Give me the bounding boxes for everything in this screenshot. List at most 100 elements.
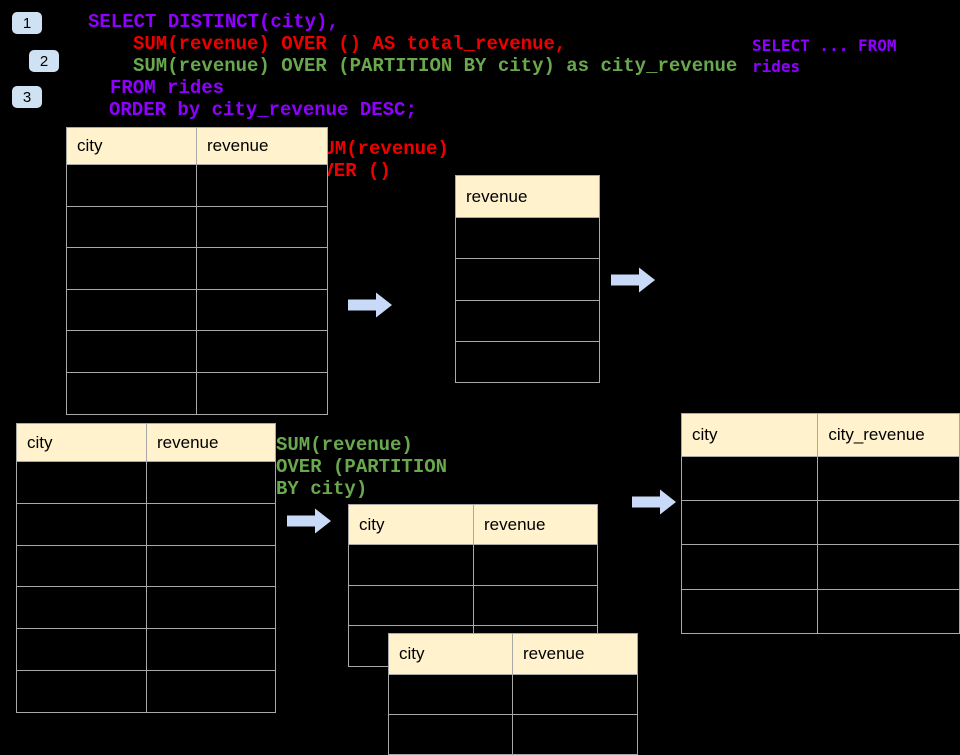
empty-cell	[16, 628, 147, 671]
empty-cell	[66, 371, 197, 415]
empty-cell	[196, 330, 328, 373]
empty-table-row	[455, 258, 600, 301]
empty-table-row	[66, 164, 328, 207]
empty-cell	[817, 588, 960, 634]
empty-cell	[66, 164, 197, 207]
column-header-city: city	[680, 413, 819, 457]
step-badge-3: 3	[12, 86, 42, 108]
column-header-city: city	[16, 423, 147, 462]
empty-cell	[66, 330, 197, 373]
column-header-revenue: revenue	[146, 423, 276, 462]
empty-cell	[680, 588, 819, 634]
arrow-right-icon	[632, 489, 676, 515]
empty-cell	[66, 205, 197, 249]
empty-cell	[16, 544, 147, 588]
empty-cell	[680, 500, 819, 546]
empty-table-row	[680, 588, 960, 634]
empty-cell	[16, 502, 147, 546]
sql-line-total-revenue: SUM(revenue) OVER () AS total_revenue,	[133, 33, 567, 55]
empty-cell	[348, 584, 474, 627]
empty-cell	[388, 674, 513, 715]
empty-cell	[512, 714, 638, 755]
empty-cell	[146, 502, 276, 546]
sql-line-select: SELECT DISTINCT(city),	[88, 11, 339, 33]
empty-cell	[348, 544, 474, 586]
empty-table-row	[66, 330, 328, 373]
column-header-revenue: revenue	[196, 127, 328, 165]
empty-cell	[817, 500, 960, 546]
partition-note-line-1: SUM(revenue)	[276, 434, 413, 456]
empty-table-row	[348, 544, 598, 586]
empty-table-row	[16, 544, 276, 588]
empty-cell	[196, 164, 328, 207]
column-header-city: city	[348, 504, 474, 545]
empty-table-row	[680, 455, 960, 502]
empty-cell	[146, 461, 276, 504]
empty-table-row	[66, 247, 328, 290]
step-badge-2: 2	[29, 50, 59, 72]
empty-table-row	[16, 461, 276, 504]
table-header-row: revenue	[455, 175, 600, 218]
empty-cell	[146, 586, 276, 630]
empty-cell	[473, 584, 598, 627]
arrow-right-icon	[348, 292, 392, 318]
empty-table-row	[455, 340, 600, 384]
column-header-revenue: revenue	[512, 633, 638, 675]
empty-cell	[455, 340, 600, 384]
sql-line-city-revenue: SUM(revenue) OVER (PARTITION BY city) as…	[133, 55, 738, 77]
side-note-line-1: SELECT ... FROM	[752, 36, 897, 55]
empty-cell	[196, 205, 328, 249]
empty-cell	[680, 544, 819, 590]
sql-line-from: FROM rides	[110, 77, 225, 99]
column-header-revenue: revenue	[473, 504, 598, 545]
empty-table-row	[16, 669, 276, 713]
empty-table-row	[680, 500, 960, 546]
partition-note-line-2: OVER (PARTITION	[276, 456, 448, 478]
side-note-line-2: rides	[752, 57, 801, 76]
table-total-revenue-result: revenue	[455, 175, 600, 384]
empty-table-row	[388, 714, 638, 755]
step-badge-1: 1	[12, 12, 42, 34]
empty-cell	[817, 544, 960, 590]
empty-cell	[473, 544, 598, 586]
empty-table-row	[16, 586, 276, 630]
empty-table-row	[680, 544, 960, 590]
empty-table-row	[348, 584, 598, 627]
column-header-city_revenue: city_revenue	[817, 413, 960, 457]
column-header-city: city	[66, 127, 197, 165]
arrow-right-icon	[611, 267, 655, 293]
sql-line-order-by: ORDER by city_revenue DESC;	[109, 99, 417, 121]
empty-cell	[146, 628, 276, 671]
empty-cell	[146, 544, 276, 588]
empty-cell	[16, 586, 147, 630]
empty-table-row	[66, 288, 328, 332]
empty-table-row	[66, 371, 328, 415]
empty-cell	[817, 455, 960, 502]
empty-cell	[146, 669, 276, 713]
arrow-right-icon	[287, 508, 331, 534]
empty-cell	[196, 288, 328, 332]
empty-cell	[196, 371, 328, 415]
empty-table-row	[16, 502, 276, 546]
empty-cell	[455, 216, 600, 260]
empty-table-row	[455, 299, 600, 342]
empty-cell	[455, 299, 600, 342]
empty-table-row	[66, 205, 328, 249]
empty-cell	[66, 247, 197, 290]
empty-cell	[512, 674, 638, 715]
empty-cell	[196, 247, 328, 290]
total-revenue-note-line-1: SUM(revenue)	[312, 138, 449, 160]
empty-cell	[66, 288, 197, 332]
empty-cell	[455, 258, 600, 301]
empty-cell	[16, 461, 147, 504]
